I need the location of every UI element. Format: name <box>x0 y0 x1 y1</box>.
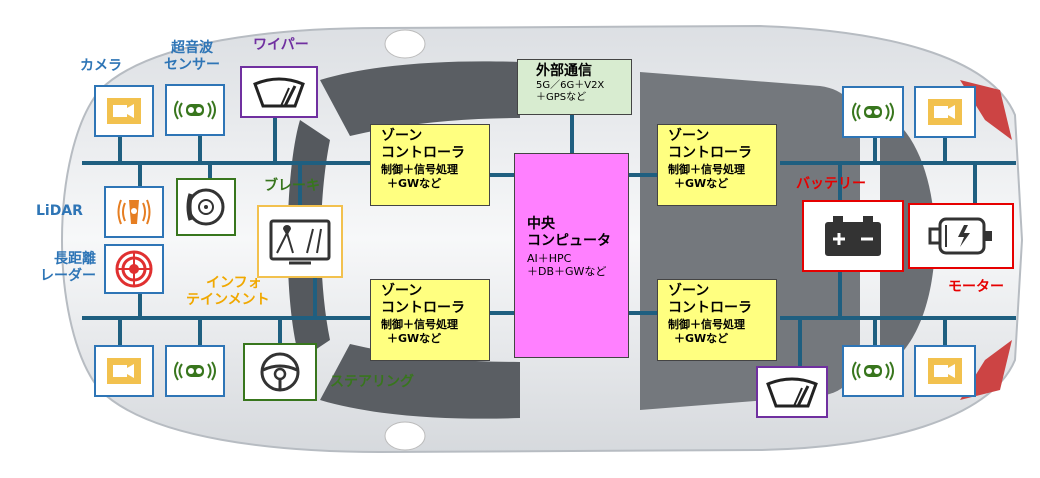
wiper-front <box>240 66 318 118</box>
radar-icon <box>115 250 153 288</box>
camera-rear-right <box>914 345 976 397</box>
radar-front <box>104 244 164 294</box>
lidar-icon <box>117 199 151 225</box>
zone-title-line1: ゾーン <box>668 128 710 144</box>
zone-sub-line1: 制御＋信号処理 <box>381 318 458 331</box>
zone-controller-rear-left: ゾーン コントローラ 制御＋信号処理 ＋GWなど <box>370 279 490 361</box>
zone-title-line2: コントローラ <box>668 145 752 161</box>
motor-unit <box>908 203 1014 269</box>
external-communication: 外部通信 5G／6G＋V2X ＋GPSなど <box>517 59 632 115</box>
infotainment-unit <box>257 205 343 278</box>
camera-front-left <box>94 85 154 137</box>
camera-front-right <box>914 86 976 138</box>
ultrasonic-label-line2: センサー <box>164 57 220 73</box>
external-title: 外部通信 <box>536 63 592 79</box>
zone-sub-line1: 制御＋信号処理 <box>668 318 745 331</box>
wiper-icon <box>766 377 818 408</box>
zone-title-line2: コントローラ <box>668 300 752 316</box>
camera-icon <box>107 98 141 124</box>
brake-disc-icon <box>186 188 225 226</box>
camera-icon <box>107 358 141 384</box>
zone-sub-line1: 制御＋信号処理 <box>381 163 458 176</box>
zone-title-line1: ゾーン <box>381 128 423 144</box>
zone-title-line2: コントローラ <box>381 300 465 316</box>
camera-icon <box>928 358 962 384</box>
zone-controller-rear-right: ゾーン コントローラ 制御＋信号処理 ＋GWなど <box>657 279 777 361</box>
lidar-label: LiDAR <box>36 203 83 219</box>
battery-label: バッテリー <box>796 176 866 192</box>
central-sub-line2: ＋DB＋GWなど <box>527 265 607 278</box>
motor-label: モーター <box>948 279 1004 295</box>
zone-sub-line2: ＋GWなど <box>387 332 442 345</box>
ultrasonic-front-left <box>165 84 225 136</box>
steering-unit <box>243 343 317 401</box>
ultrasonic-sensor-label: 超音波 センサー <box>160 40 224 74</box>
camera-icon <box>928 99 962 125</box>
zone-controller-front-left: ゾーン コントローラ 制御＋信号処理 ＋GWなど <box>370 124 490 206</box>
camera-label: カメラ <box>80 58 122 74</box>
zone-sub-line2: ＋GWなど <box>387 177 442 190</box>
ultrasonic-front-right <box>842 86 904 138</box>
central-title-line1: 中央 <box>527 216 555 232</box>
external-sub-line1: 5G／6G＋V2X <box>536 80 605 91</box>
radar-label-line1: 長距離 <box>54 251 96 267</box>
ultrasonic-rear-right <box>842 345 904 397</box>
zone-sub-line2: ＋GWなど <box>674 332 729 345</box>
central-computer: 中央 コンピュータ AI＋HPC ＋DB＋GWなど <box>514 153 629 358</box>
zone-title-line1: ゾーン <box>668 283 710 299</box>
brake-unit <box>176 178 236 236</box>
ultrasonic-label-line1: 超音波 <box>171 40 213 56</box>
zone-title-line1: ゾーン <box>381 283 423 299</box>
zone-controller-front-right: ゾーン コントローラ 制御＋信号処理 ＋GWなど <box>657 124 777 206</box>
motor-icon <box>928 217 992 255</box>
infotainment-label-line1: インフォ <box>206 275 262 291</box>
infotainment-icon <box>269 219 331 264</box>
zone-sub-line1: 制御＋信号処理 <box>668 163 745 176</box>
external-sub-line2: ＋GPSなど <box>536 92 587 103</box>
infotainment-label: インフォ テインメント <box>186 275 270 309</box>
ultrasonic-sensor-icon <box>852 102 894 122</box>
central-title-line2: コンピュータ <box>527 233 611 249</box>
ultrasonic-sensor-icon <box>174 100 216 120</box>
lidar-front <box>104 186 164 238</box>
camera-rear-left <box>94 345 154 397</box>
ultrasonic-rear-left <box>165 345 225 397</box>
central-sub-line1: AI＋HPC <box>527 252 572 265</box>
ultrasonic-sensor-icon <box>852 361 894 381</box>
wiper-icon <box>253 77 305 108</box>
steering-wheel-icon <box>260 352 300 392</box>
battery-unit <box>802 200 904 272</box>
steering-label: ステアリング <box>330 374 414 390</box>
wiper-label: ワイパー <box>253 37 309 53</box>
radar-label: 長距離 レーダー <box>18 251 96 285</box>
zone-title-line2: コントローラ <box>381 145 465 161</box>
infotainment-label-line2: テインメント <box>186 292 270 308</box>
ultrasonic-sensor-icon <box>174 361 216 381</box>
radar-label-line2: レーダー <box>40 268 96 284</box>
zone-sub-line2: ＋GWなど <box>674 177 729 190</box>
battery-icon <box>825 216 881 256</box>
brake-label: ブレーキ <box>264 178 320 194</box>
wiper-rear <box>756 366 828 418</box>
